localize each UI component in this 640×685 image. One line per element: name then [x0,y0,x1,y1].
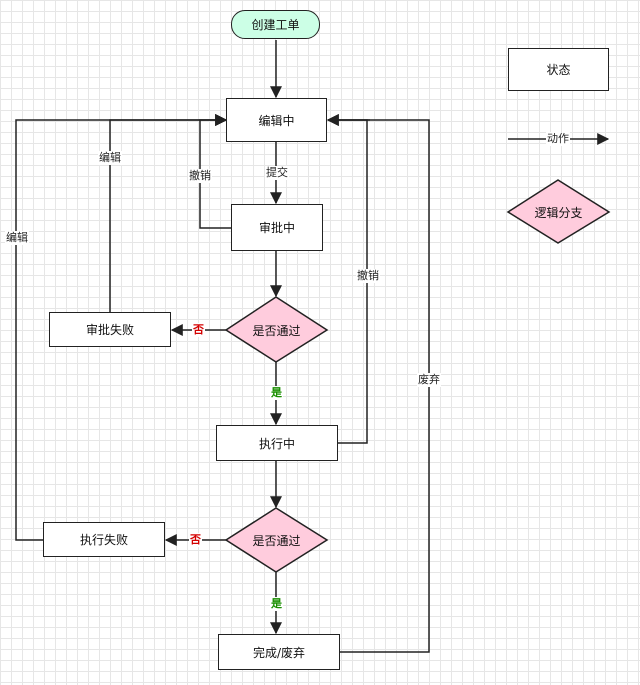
node-exec-failed: 执行失败 [43,522,165,557]
decision1-label: 是否通过 [252,323,301,338]
edge-label-yes1: 是 [270,386,283,400]
decision1-diamond [224,296,329,363]
node-executing: 执行中 [216,425,338,461]
edge-label-no2: 否 [189,533,202,547]
legend-branch-diamond [506,179,611,244]
edge-label-edit1: 编辑 [98,151,122,165]
legend-action-label: 动作 [546,132,570,146]
edge-label-submit: 提交 [265,166,289,180]
node-approve-failed: 审批失败 [49,312,171,347]
edge-label-revoke1: 撤销 [188,169,212,183]
node-approving: 审批中 [231,204,323,251]
node-create: 创建工单 [231,10,320,39]
edge-label-no1: 否 [192,323,205,337]
decision2-label: 是否通过 [252,533,301,548]
node-editing: 编辑中 [226,98,327,142]
edge-edit2 [15,114,228,541]
legend-state-box: 状态 [508,48,609,91]
edge-label-discard: 废弃 [417,373,441,387]
decision2-diamond [224,507,329,573]
legend-branch-label: 逻辑分支 [534,205,583,220]
edge-label-revoke2: 撤销 [356,269,380,283]
edge-edit1 [109,114,228,312]
edge-label-yes2: 是 [270,597,283,611]
node-done: 完成/废弃 [218,634,340,670]
edge-discard [328,119,430,653]
edge-label-edit2: 编辑 [5,231,29,245]
